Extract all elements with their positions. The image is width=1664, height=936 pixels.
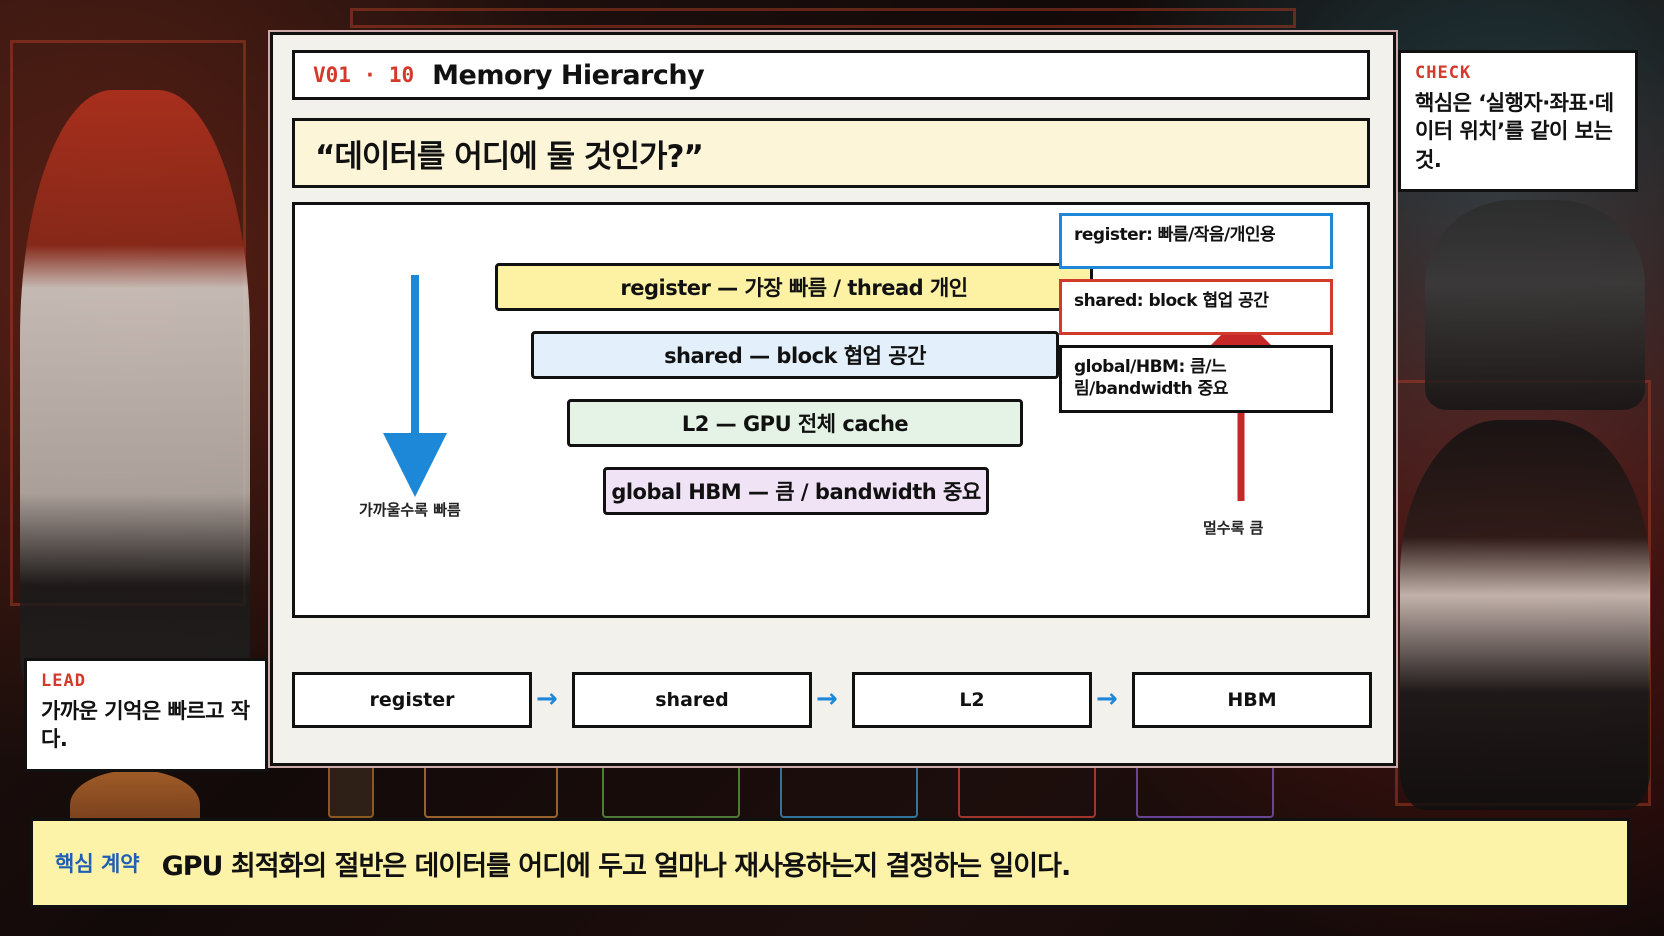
illustration-right-bottom-character [1400, 420, 1650, 810]
title-bar: V01 · 10 Memory Hierarchy [292, 50, 1370, 100]
background-strip-2 [424, 762, 558, 818]
layer-l2: L2 — GPU 전체 cache [567, 399, 1023, 447]
lead-tag: LEAD [41, 671, 86, 691]
background-strip-1 [328, 762, 374, 818]
check-box: CHECK 핵심은 ‘실행자·좌표·데이터 위치’를 같이 보는 것. [1398, 50, 1638, 192]
lead-box: LEAD 가까운 기억은 빠르고 작다. [24, 658, 268, 772]
background-strip-3 [602, 762, 740, 818]
left-axis-label: 가까울수록 빠름 [359, 501, 461, 519]
flow-arrow-2: → [816, 684, 838, 714]
key-contract-tag: 핵심 계약 [55, 852, 140, 876]
background-strip-6 [1136, 762, 1274, 818]
note-shared: shared: block 협업 공간 [1059, 279, 1333, 335]
note-register: register: 빠름/작음/개인용 [1059, 213, 1333, 269]
background-strip-5 [958, 762, 1096, 818]
check-text: 핵심은 ‘실행자·좌표·데이터 위치’를 같이 보는 것. [1415, 91, 1614, 172]
flow-shared: shared [572, 672, 812, 728]
check-tag: CHECK [1415, 63, 1472, 83]
layer-register: register — 가장 빠름 / thread 개인 [495, 263, 1093, 311]
right-axis-label: 멀수록 큼 [1203, 519, 1264, 537]
down-arrow-head [383, 433, 447, 497]
background-frame-top [350, 8, 1296, 28]
flow-arrow-3: → [1096, 684, 1118, 714]
flow-arrow-1: → [536, 684, 558, 714]
slide-code: V01 · 10 [313, 63, 415, 87]
layer-shared: shared — block 협업 공간 [531, 331, 1059, 379]
illustration-left-character [20, 90, 250, 710]
key-contract-text: GPU 최적화의 절반은 데이터를 어디에 두고 얼마나 재사용하는지 결정하는… [161, 850, 1072, 882]
slide-title: Memory Hierarchy [432, 59, 705, 91]
layer-global-hbm: global HBM — 큼 / bandwidth 중요 [603, 467, 989, 515]
flow-l2: L2 [852, 672, 1092, 728]
note-global: global/HBM: 큼/느림/bandwidth 중요 [1059, 345, 1333, 413]
illustration-right-top-character [1425, 200, 1645, 410]
flow-register: register [292, 672, 532, 728]
question-banner: “데이터를 어디에 둘 것인가?” [292, 118, 1370, 188]
key-contract-bar: 핵심 계약 GPU 최적화의 절반은 데이터를 어디에 두고 얼마나 재사용하는… [30, 818, 1630, 908]
memory-hierarchy-diagram: register — 가장 빠름 / thread 개인 shared — bl… [292, 202, 1370, 618]
background-strip-4 [780, 762, 918, 818]
lead-text: 가까운 기억은 빠르고 작다. [41, 699, 250, 752]
flow-hbm: HBM [1132, 672, 1372, 728]
